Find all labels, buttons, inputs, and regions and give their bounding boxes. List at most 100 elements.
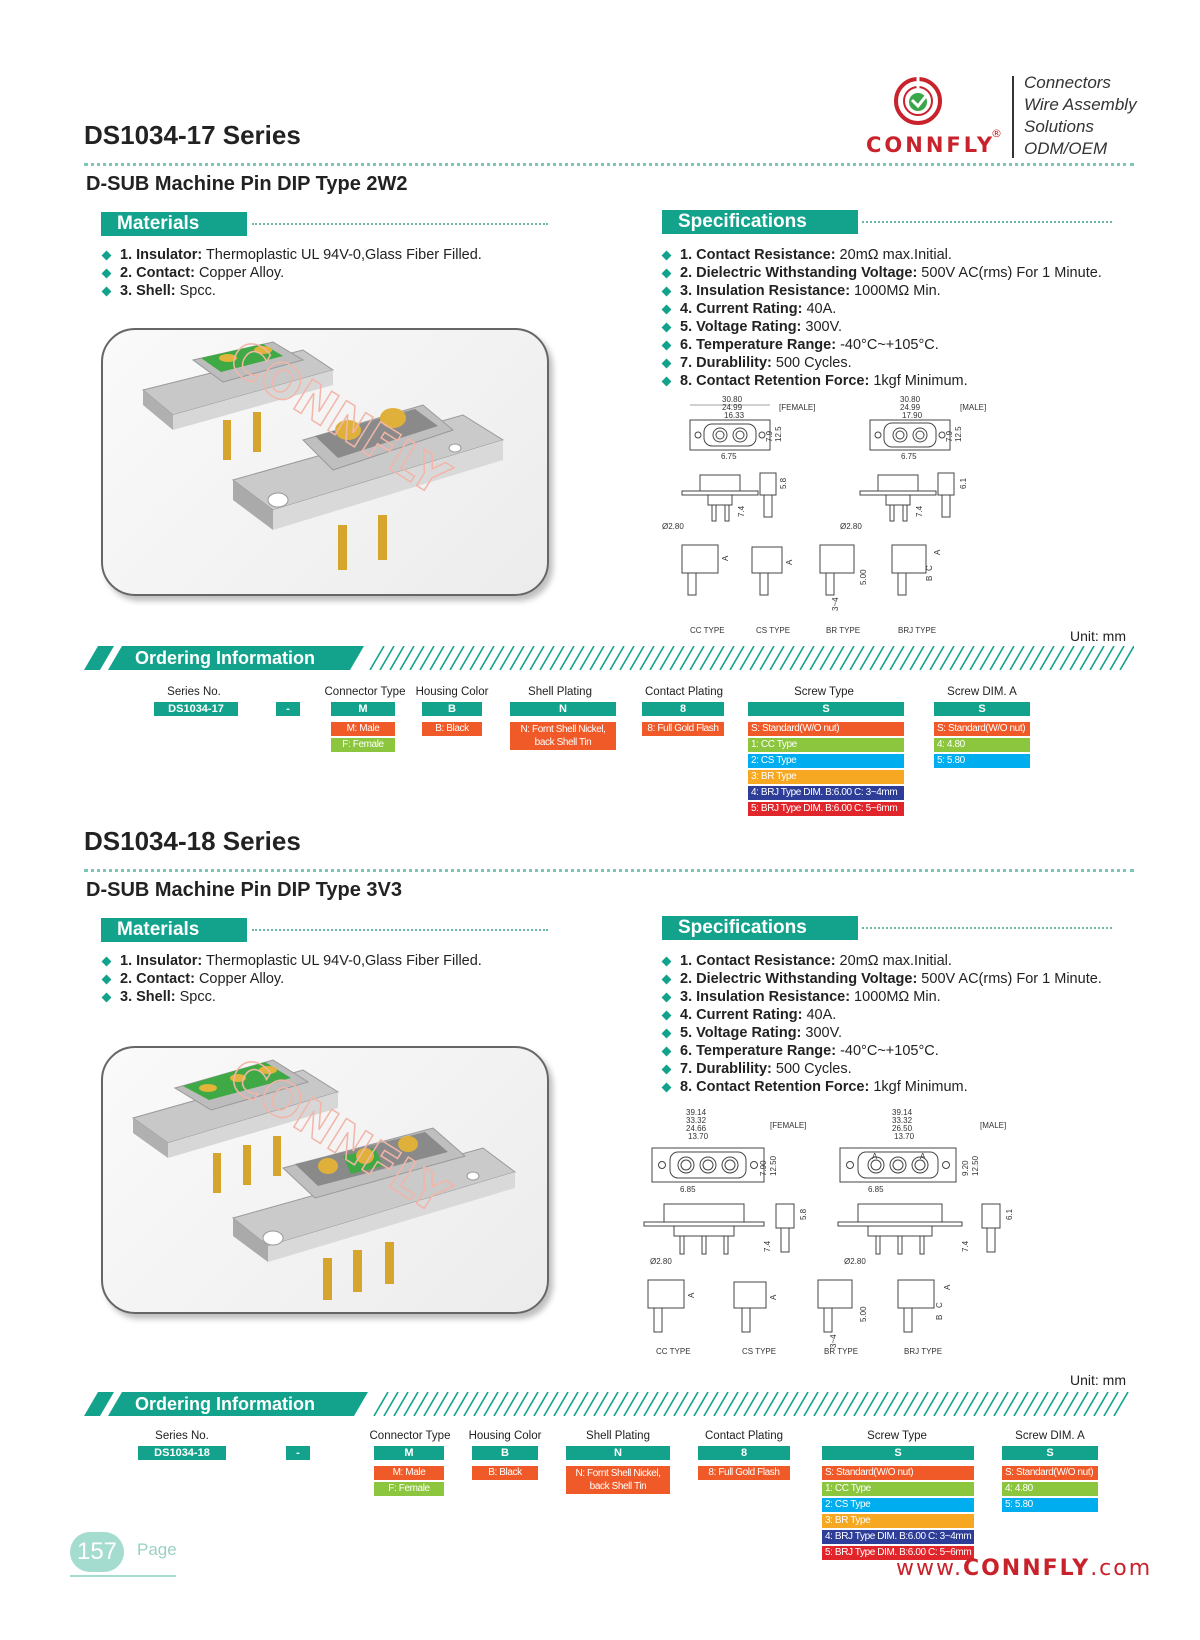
dim-label: 7.9: [945, 430, 954, 442]
product-photo: CONNFLY: [101, 1046, 549, 1314]
screw-type-label: CS TYPE: [756, 626, 790, 635]
dim-label: 7.9: [765, 430, 774, 442]
dim-label: 13.70: [688, 1132, 709, 1141]
dim-label: 7.4: [961, 1240, 970, 1252]
connector-option-female: F: Female: [374, 1482, 444, 1496]
dim-label: 6.75: [901, 452, 917, 461]
screw-type-header: Screw Type: [794, 686, 854, 698]
screw-dim-option: 5: 5.80: [934, 754, 1030, 768]
dim-label: 6.85: [680, 1185, 696, 1194]
dim-label: 5.8: [779, 477, 788, 489]
registered-mark: ®: [991, 127, 1002, 140]
dim-label: 12.5: [774, 426, 783, 442]
connector-option-female: F: Female: [331, 738, 395, 752]
list-item: 8. Contact Retention Force: 1kgf Minimum…: [662, 372, 1102, 390]
dim-label: 3~4: [829, 1334, 838, 1348]
female-front-view: 30.80 24.99 16.33 [FEMALE] 7.9 12.5 6.75: [689, 395, 815, 461]
contact-plating-header: Contact Plating: [645, 686, 723, 698]
list-item: 3. Insulation Resistance: 1000MΩ Min.: [662, 988, 1102, 1006]
screw-type-label: CC TYPE: [656, 1347, 691, 1356]
connector-small: [131, 1059, 340, 1193]
screw-type-label: BRJ TYPE: [898, 626, 936, 635]
dim-label: Ø2.80: [840, 522, 862, 531]
shell-plating-code: N: [510, 702, 616, 716]
list-item: 5. Voltage Rating: 300V.: [662, 1024, 1102, 1042]
shell-plating-header: Shell Plating: [528, 686, 592, 698]
connector-illustration: CONNFLY: [141, 330, 505, 570]
tagline-3: Solutions: [1024, 117, 1094, 136]
dim-label: A: [785, 559, 794, 565]
specifications-heading: Specifications: [662, 916, 858, 940]
materials-heading: Materials: [101, 212, 247, 236]
shell-plating-header: Shell Plating: [586, 1430, 650, 1442]
page-number: 157: [70, 1532, 124, 1572]
dim-label: C: [925, 565, 934, 571]
dim-label: B: [925, 576, 934, 581]
dim-label: 7.90: [759, 1160, 768, 1176]
dim-label: 7.4: [915, 505, 924, 517]
materials-list: 1. Insulator: Thermoplastic UL 94V-0,Gla…: [102, 952, 482, 1006]
dim-label: A: [920, 1152, 926, 1161]
dim-label: Ø2.80: [662, 522, 684, 531]
connector-type-code: M: [331, 702, 395, 716]
screw-dim-header: Screw DIM. A: [1015, 1430, 1085, 1442]
dim-label: 30.80: [722, 395, 743, 404]
tagline-1: Connectors: [1024, 73, 1111, 92]
view-label: [MALE]: [980, 1121, 1006, 1130]
dim-label: 5.00: [859, 1306, 868, 1322]
dim-label: 39.14: [892, 1108, 913, 1117]
dim-label: 7.4: [737, 505, 746, 517]
logo-text: CONNFLY: [866, 133, 996, 157]
page-underline: [70, 1575, 176, 1577]
housing-option-black: B: Black: [472, 1466, 538, 1480]
specifications-list: 1. Contact Resistance: 20mΩ max.Initial.…: [662, 952, 1102, 1096]
series-title: DS1034-17 Series: [84, 120, 301, 150]
contact-plating-option: 8: Full Gold Flash: [698, 1466, 790, 1480]
shell-plating-option: N: Fornt Shell Nickel, back Shell Tin: [566, 1466, 670, 1494]
contact-plating-header: Contact Plating: [705, 1430, 783, 1442]
list-item: 7. Durablility: 500 Cycles.: [662, 1060, 1102, 1078]
dim-label: 24.99: [900, 403, 921, 412]
tagline-2: Wire Assembly: [1024, 95, 1137, 114]
list-item: 3. Shell: Spcc.: [102, 988, 482, 1006]
divider: [84, 869, 1134, 872]
male-front-view: 30.80 24.99 17.90 [MALE] 7.9 12.5 6.75: [869, 395, 986, 461]
male-front-view: 39.14 33.32 26.50 13.70 [MALE] A A 9.20 …: [839, 1108, 1006, 1194]
female-side-view: Ø2.80 7.4 5.8: [643, 1203, 808, 1266]
series-title: DS1034-18 Series: [84, 826, 301, 856]
dim-label: 24.99: [722, 403, 743, 412]
dim-label: 9.20: [961, 1160, 970, 1176]
dim-label: 3~4: [831, 597, 840, 611]
dim-label: 33.32: [892, 1116, 913, 1125]
dim-label: A: [933, 549, 942, 555]
dim-label: A: [721, 555, 730, 561]
dim-label: A: [943, 1284, 952, 1290]
screw-type-option: S: Standard(W/O nut): [822, 1466, 974, 1480]
materials-heading: Materials: [101, 918, 247, 942]
list-item: 1. Insulator: Thermoplastic UL 94V-0,Gla…: [102, 952, 482, 970]
list-item: 2. Contact: Copper Alloy.: [102, 264, 482, 282]
series-no-code: DS1034-18: [138, 1446, 226, 1460]
screw-type-code: S: [748, 702, 904, 716]
dim-label: A: [687, 1292, 696, 1298]
connfly-logo-globe-icon: [894, 76, 942, 125]
list-item: 3. Shell: Spcc.: [102, 282, 482, 300]
screw-type-option: 3: BR Type: [748, 770, 904, 784]
dim-label: A: [769, 1294, 778, 1300]
logo-separator: [1012, 76, 1014, 158]
technical-drawing: 39.14 33.32 24.66 13.70 [FEMALE] 7.90 12…: [643, 1108, 1014, 1356]
dim-label: 33.32: [686, 1116, 707, 1125]
connector-illustration: CONNFLY: [131, 1048, 517, 1300]
housing-color-header: Housing Color: [468, 1430, 542, 1442]
list-item: 2. Dielectric Withstanding Voltage: 500V…: [662, 970, 1102, 988]
connector-type-code: M: [374, 1446, 444, 1460]
website-prefix: www.: [896, 1556, 963, 1581]
list-item: 1. Insulator: Thermoplastic UL 94V-0,Gla…: [102, 246, 482, 264]
connector-large: [231, 404, 505, 570]
screw-type-label: BR TYPE: [824, 1347, 858, 1356]
screw-dim-option: 4: 4.80: [934, 738, 1030, 752]
screw-type-option: 4: BRJ Type DIM. B:6.00 C: 3~4mm: [748, 786, 904, 800]
view-label: [MALE]: [960, 403, 986, 412]
website-link[interactable]: www.CONNFLY.com: [896, 1556, 1152, 1581]
dim-label: 24.66: [686, 1124, 707, 1133]
